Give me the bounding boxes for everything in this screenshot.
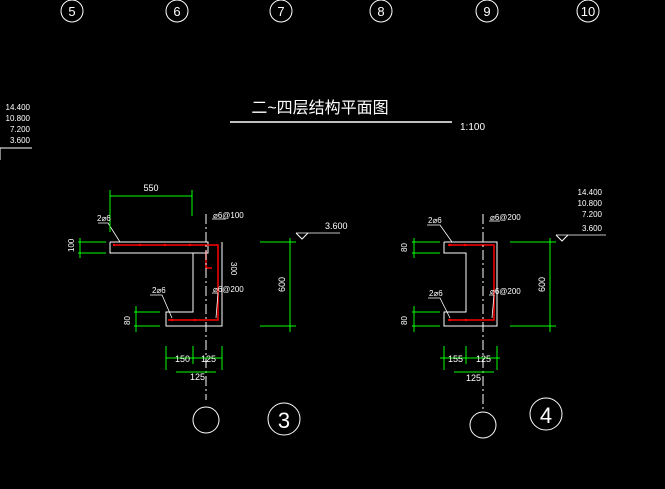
section4-axis-bubble (469, 411, 497, 439)
section3-dim-left-top: 100 (67, 238, 76, 252)
section3-dim-height: 600 (277, 277, 287, 292)
grid-axis-9: 9 (483, 4, 490, 19)
section3-rebar-bottom-right: ⌀6@200 (213, 285, 244, 294)
grid-axis-6: 6 (173, 4, 180, 19)
section3-axis-bubble (192, 406, 220, 434)
section4-rebar-top-right: ⌀6@200 (490, 213, 521, 222)
section4-dim-bottom-total: 125 (466, 373, 481, 383)
elev-right-1: 14.400 (578, 188, 603, 197)
section3-number-bubble (267, 402, 301, 436)
elev-right-2: 10.800 (578, 199, 603, 208)
section4-dim-left-top: 80 (400, 243, 409, 252)
elev-right-4: 3.600 (582, 224, 603, 233)
section4-number-bubble (529, 397, 563, 431)
elev-left-1: 14.400 (6, 103, 31, 112)
grid-axes (60, 0, 600, 23)
section3-elevation: 3.600 (325, 221, 348, 231)
grid-axis-5: 5 (68, 4, 75, 19)
elev-left-3: 7.200 (10, 125, 31, 134)
section3-dim-bottom-1: 150 (175, 354, 190, 364)
section4-dim-left-bottom: 80 (400, 316, 409, 325)
drawing-title: 二~四层结构平面图 (251, 99, 388, 117)
section4-number: 4 (540, 403, 552, 428)
section3-rebar-top-right: ⌀6@100 (213, 211, 244, 220)
section4-rebar-top-left: 2⌀6 (428, 216, 442, 225)
section3-beam-outline (165, 242, 223, 327)
section3-rebar-bottom-left: 2⌀6 (152, 286, 166, 295)
drawing-scale: 1:100 (460, 122, 485, 133)
section-3: 550 2⌀6 ⌀6@100 2⌀6 ⌀6@200 3.600 100 80 6… (67, 183, 348, 436)
section4-dim-height: 600 (537, 277, 547, 292)
section3-dim-left-bottom: 80 (123, 316, 132, 325)
section3-dim-bottom-2: 125 (201, 354, 216, 364)
section4-rebar (448, 244, 495, 321)
elev-left-4: 3.600 (10, 136, 31, 145)
elev-left-2: 10.800 (6, 114, 31, 123)
section-4: 2⌀6 ⌀6@200 2⌀6 ⌀6@200 80 80 600 155 125 … (400, 188, 606, 439)
section3-dim-top: 550 (143, 183, 158, 193)
grid-axis-10: 10 (581, 4, 595, 19)
section3-rebar (113, 244, 219, 321)
section3-top-slab (109, 241, 209, 254)
section4-rebar-bottom-left: 2⌀6 (429, 289, 443, 298)
section4-dim-bottom-1: 155 (448, 354, 463, 364)
elev-right-3: 7.200 (582, 210, 603, 219)
section3-rebar-top-left: 2⌀6 (97, 214, 111, 223)
grid-axis-7: 7 (277, 4, 284, 19)
section4-rebar-bottom-right: ⌀6@200 (490, 287, 521, 296)
section4-dim-bottom-2: 125 (476, 354, 491, 364)
section4-outline (443, 241, 498, 327)
section3-number: 3 (278, 408, 290, 433)
grid-axis-8: 8 (377, 4, 384, 19)
section3-dim-wall: 300 (229, 262, 238, 276)
section3-dim-bottom-total: 125 (190, 372, 205, 382)
